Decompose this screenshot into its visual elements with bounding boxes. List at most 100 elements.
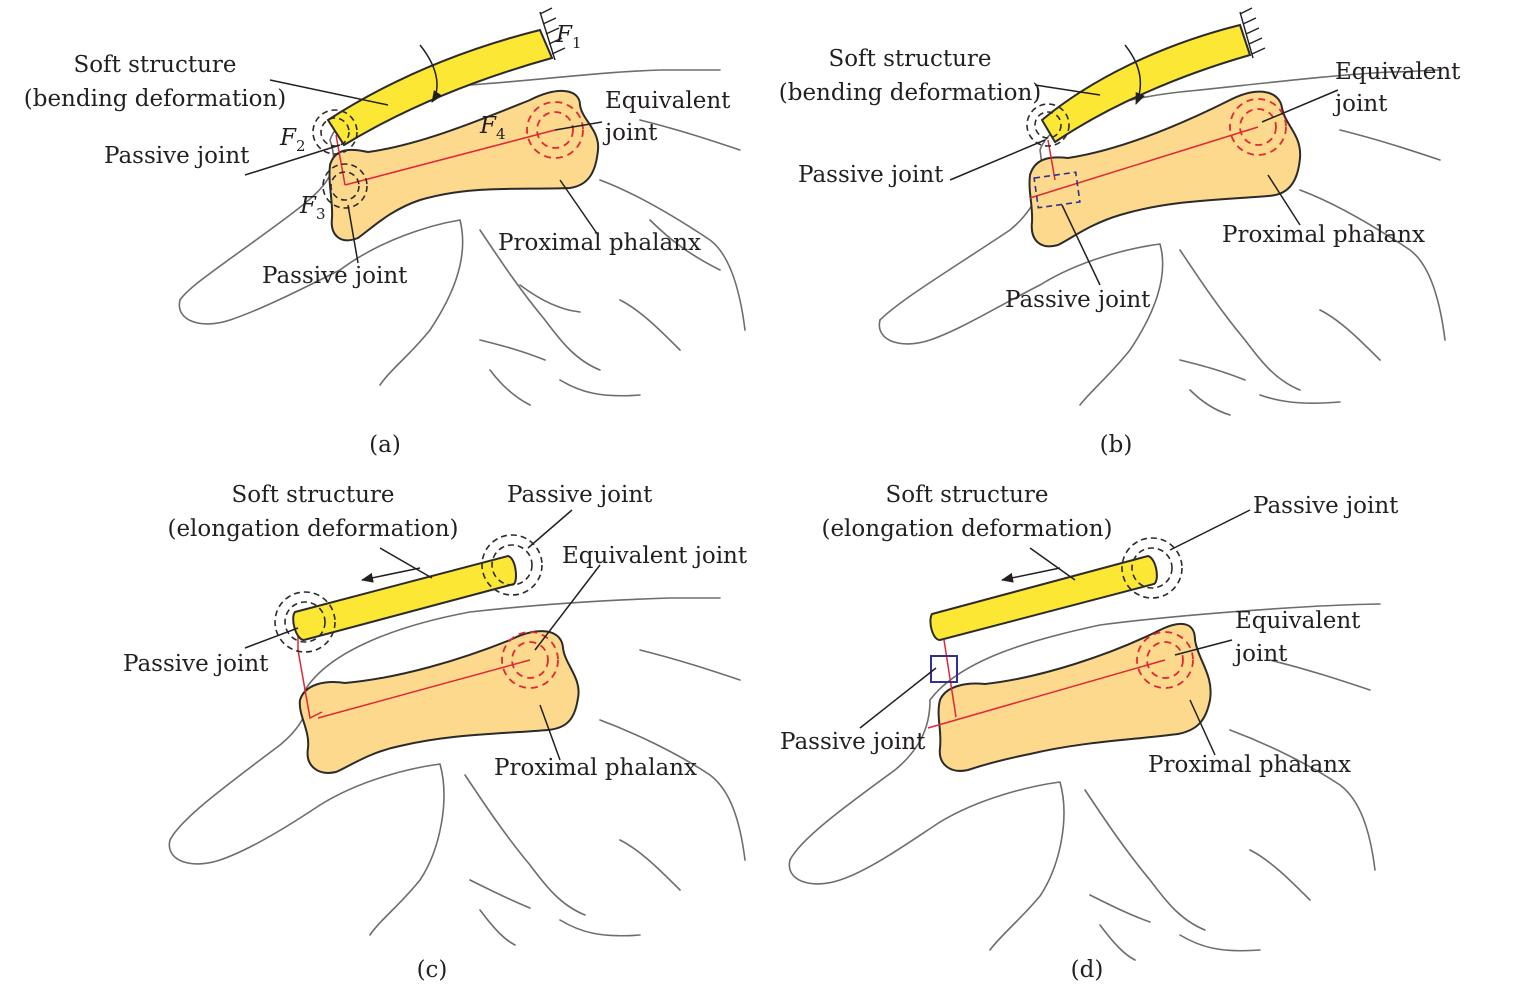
fixed-support-hatch [1239, 7, 1266, 59]
equivalent-label: Equivalent [1235, 608, 1361, 634]
soft-structure-elongation [292, 554, 517, 642]
panel-caption-c: (c) [417, 957, 448, 983]
passive-joint-left-label: Passive joint [123, 651, 269, 677]
soft-structure-bending [326, 28, 554, 147]
soft-structure-elongation [929, 554, 1158, 642]
leader-soft-structure [1029, 547, 1076, 581]
force-f4-label: F4 [479, 113, 506, 143]
panel-caption-d: (d) [1071, 957, 1104, 983]
equivalent-link-line [317, 659, 531, 719]
equivalent-joint-marker [1239, 108, 1277, 146]
passive-joint-upper-outer [1026, 103, 1070, 147]
bending-arrow [419, 44, 443, 103]
panel-b: Soft structure (bending deformation) Pas… [779, 7, 1461, 458]
leader-soft-structure [379, 547, 433, 579]
equivalent-joint-marker [1146, 641, 1184, 679]
soft-structure-label: Soft structure [73, 52, 236, 78]
elongation-arrow [1001, 567, 1061, 583]
passive-joint-left-label: Passive joint [780, 729, 926, 755]
passive-joint-slider-marker [1033, 171, 1081, 209]
joint-label: joint [602, 120, 658, 146]
passive-joint-top-outer [1121, 537, 1183, 599]
passive-joint-upper-label: Passive joint [104, 143, 250, 169]
proximal-phalanx-label: Proximal phalanx [1148, 752, 1351, 778]
passive-joint-slider-marker [930, 655, 958, 683]
connector-line [297, 633, 323, 720]
deformation-label: (bending deformation) [24, 86, 287, 112]
leader-equivalent-joint [1261, 89, 1339, 123]
equivalent-link-line [344, 129, 556, 186]
leader-passive-joint-top [527, 509, 573, 549]
force-f3-label: F3 [299, 193, 326, 223]
deformation-label: (elongation deformation) [821, 516, 1112, 542]
equivalent-joint-outer-marker [526, 101, 584, 159]
hand-sketch [788, 603, 1381, 961]
soft-structure-label: Soft structure [231, 482, 394, 508]
equivalent-joint-marker [536, 111, 574, 149]
proximal-phalanx-bone [298, 630, 580, 774]
passive-joint-lower-marker [330, 171, 360, 201]
passive-joint-top-marker [1131, 547, 1173, 589]
leader-soft-structure [1034, 84, 1101, 96]
equivalent-joint-marker [511, 641, 549, 679]
proximal-phalanx-bone [1028, 90, 1302, 248]
soft-structure-label: Soft structure [885, 482, 1048, 508]
leader-passive-joint-top [1169, 509, 1251, 551]
force-f2-label: F2 [279, 125, 306, 155]
passive-joint-left-outer [274, 591, 336, 653]
passive-joint-top-label: Passive joint [507, 482, 653, 508]
equivalent-joint-outer-marker [501, 631, 559, 689]
connector-line [943, 639, 957, 718]
panel-c: Soft structure (elongation deformation) … [123, 482, 748, 983]
passive-joint-upper-marker [1034, 111, 1062, 139]
equivalent-joint-outer-marker [1136, 631, 1194, 689]
passive-joint-top-marker [491, 544, 533, 586]
passive-joint-top-outer [481, 534, 543, 596]
equivalent-label: Equivalent [605, 88, 731, 114]
fixed-support-hatch [539, 7, 566, 61]
force-f1-label: F1 [555, 22, 582, 52]
proximal-phalanx-bone [937, 622, 1212, 772]
leader-passive-joint-left [244, 627, 299, 649]
leader-proximal-phalanx [559, 179, 599, 236]
leader-proximal-phalanx [1189, 699, 1216, 756]
passive-joint-lower-label: Passive joint [1005, 287, 1151, 313]
passive-joint-lower-label: Passive joint [262, 263, 408, 289]
connector-line [335, 134, 346, 186]
leader-proximal-phalanx [1267, 174, 1301, 226]
deformation-label: (elongation deformation) [167, 516, 458, 542]
panel-caption-a: (a) [369, 432, 401, 458]
leader-equivalent-joint [534, 564, 601, 651]
equivalent-label: Equivalent [1335, 59, 1461, 85]
leader-passive-joint-upper [244, 144, 341, 176]
proximal-phalanx-label: Proximal phalanx [498, 230, 701, 256]
panel-a: Soft structure (bending deformation) Pas… [24, 7, 746, 458]
leader-equivalent-joint [1174, 639, 1233, 656]
elongation-arrow [361, 567, 421, 583]
panel-caption-b: (b) [1100, 432, 1133, 458]
soft-structure-bending [1040, 23, 1252, 144]
leader-passive-joint-lower [1061, 204, 1101, 286]
equivalent-joint-outer-marker [1229, 98, 1287, 156]
passive-joint-top-label: Passive joint [1253, 493, 1399, 519]
joint-label: joint [1332, 91, 1388, 117]
passive-joint-left-marker [284, 601, 326, 643]
equivalent-joint-label: Equivalent joint [562, 543, 748, 569]
leader-passive-joint-left [859, 667, 937, 729]
proximal-phalanx-bone [328, 89, 600, 242]
panel-d: Soft structure (elongation deformation) … [780, 482, 1399, 983]
passive-joint-upper-label: Passive joint [798, 162, 944, 188]
leader-soft-structure [269, 79, 389, 106]
hand-sketch [168, 597, 746, 946]
bending-arrow [1124, 44, 1145, 105]
passive-joint-upper-outer [312, 109, 358, 155]
soft-structure-label: Soft structure [828, 46, 991, 72]
passive-joint-lower-outer [322, 163, 368, 209]
proximal-phalanx-label: Proximal phalanx [494, 755, 697, 781]
equivalent-link-line [1029, 126, 1259, 199]
leader-passive-joint-lower [347, 204, 359, 264]
deformation-label: (bending deformation) [779, 80, 1042, 106]
equivalent-link-line [927, 659, 1166, 729]
leader-passive-joint-upper [949, 139, 1046, 181]
